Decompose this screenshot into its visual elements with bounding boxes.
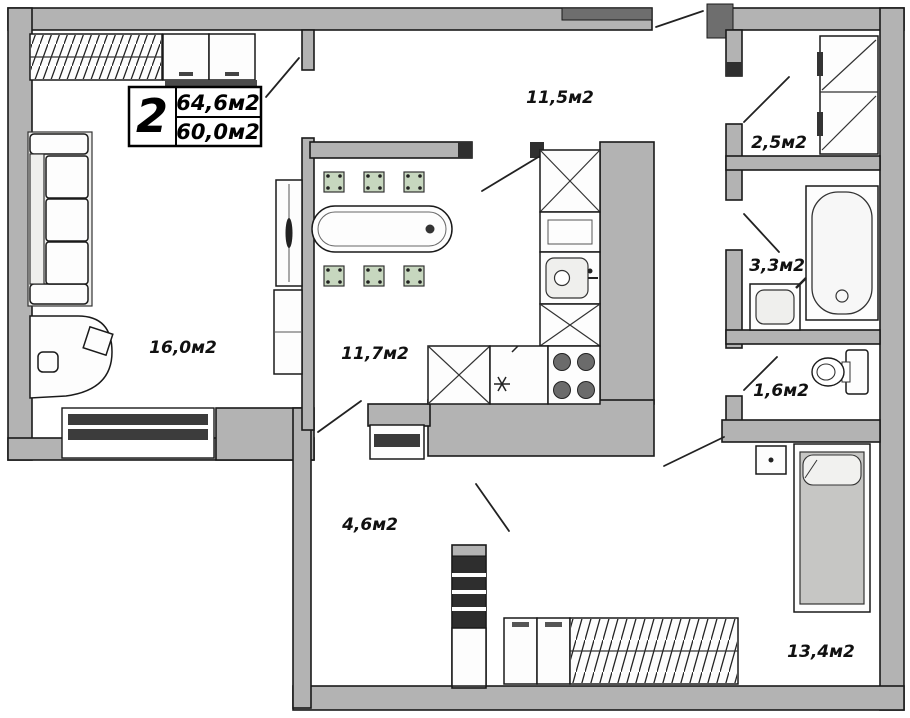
room-label-closet: 2,5м2 xyxy=(751,133,807,153)
chair-icon xyxy=(363,265,385,287)
shoe-rack-icon xyxy=(369,424,425,460)
room-label-hallway: 11,5м2 xyxy=(526,88,594,108)
desk-icon xyxy=(29,315,114,399)
room-label-bathroom: 3,3м2 xyxy=(749,256,805,276)
bedroom-wardrobe-icon xyxy=(569,617,739,685)
room-label-living-room: 16,0м2 xyxy=(149,338,217,358)
interior-walls xyxy=(301,29,881,689)
fridge-icon xyxy=(489,345,549,405)
wardrobe-icon xyxy=(29,33,163,81)
legend-total-area: 64,6м2 xyxy=(176,91,260,115)
bedroom-cabinets-icon xyxy=(503,617,571,685)
chair-icon xyxy=(323,265,345,287)
entry-threshold xyxy=(561,7,653,21)
bathtub-icon xyxy=(805,185,879,321)
washbasin-icon xyxy=(749,277,807,331)
lower-cabinet-icon xyxy=(539,303,601,347)
window-icon xyxy=(61,407,215,459)
kitchen-cabinet-icon xyxy=(539,211,601,253)
door-swing xyxy=(743,356,778,391)
sofa-icon xyxy=(27,131,93,307)
dishwasher-icon xyxy=(427,345,491,405)
legend-rooms-count: 2 xyxy=(136,89,168,143)
door-swings xyxy=(265,10,790,532)
room-label-dining-kitchen: 11,7м2 xyxy=(341,344,409,364)
room-label-wc: 1,6м2 xyxy=(753,381,809,401)
bed-icon xyxy=(793,443,871,613)
outer-walls xyxy=(7,3,905,711)
toilet-icon xyxy=(811,349,869,395)
room-label-bedroom: 13,4м2 xyxy=(787,642,855,662)
door-swing xyxy=(481,152,546,192)
chair-icon xyxy=(323,171,345,193)
door-swing xyxy=(663,436,725,467)
cabinet-icon xyxy=(162,33,257,87)
chair-icon xyxy=(403,265,425,287)
room-label-corridor: 4,6м2 xyxy=(341,515,398,535)
door-swing xyxy=(475,483,510,532)
stove-icon xyxy=(547,345,601,405)
nightstand-icon xyxy=(755,445,787,475)
dining-table-icon xyxy=(311,205,453,253)
room-labels: 11,5м2 2,5м2 3,3м2 1,6м2 16,0м2 11,7м2 4… xyxy=(149,88,855,662)
closet-wardrobe-icon xyxy=(817,35,879,155)
kitchen-sink-icon xyxy=(539,251,601,305)
door-swing xyxy=(743,76,790,123)
washer-icon xyxy=(539,149,601,213)
tall-cabinet-icon xyxy=(273,179,303,375)
chair-icon xyxy=(82,325,114,357)
chair-icon xyxy=(363,171,385,193)
chair-icon xyxy=(403,171,425,193)
vent-shaft-icon xyxy=(451,555,487,687)
legend-living-area: 60,0м2 xyxy=(176,120,260,144)
door-swing xyxy=(317,400,362,433)
door-swing xyxy=(743,213,780,253)
door-swing xyxy=(655,10,704,28)
legend: 2 64,6м2 60,0м2 xyxy=(127,85,263,148)
door-swing xyxy=(265,57,300,98)
